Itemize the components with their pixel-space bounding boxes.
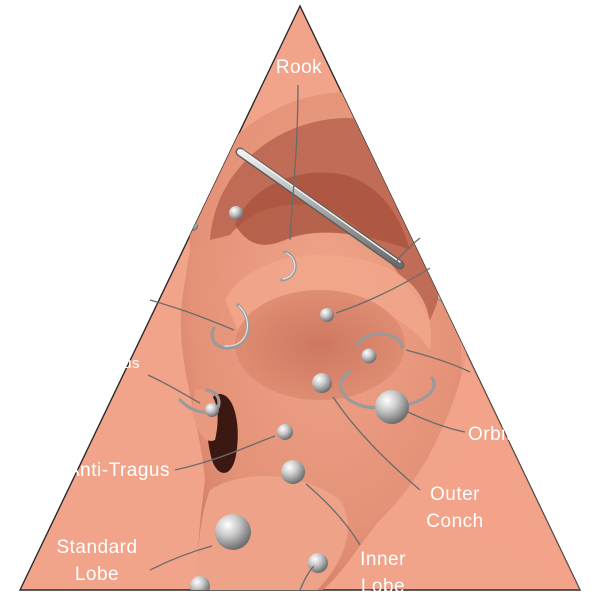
industrial-barbell [235, 147, 405, 270]
label-outer-conch-2: Conch [426, 511, 483, 532]
tragus-ring [178, 388, 221, 417]
leader-lines [147, 84, 471, 591]
rook-ring [280, 250, 297, 282]
label-anti-tragus: Anti-Tragus [67, 460, 170, 481]
inner-conch-stud [320, 308, 334, 322]
earlobe [197, 476, 348, 590]
concha-bowl [235, 290, 405, 400]
snug-ring [356, 332, 404, 364]
conch-stud-small [312, 373, 332, 393]
orbital-ring [338, 370, 436, 424]
helix-stud [229, 206, 243, 220]
daith-ring [210, 303, 250, 350]
piercing-labels: Rook Tragus Anti-Tragus Standard Lobe In… [56, 57, 527, 597]
standard-lobe-stud [215, 514, 251, 550]
auricle-stud-2 [453, 317, 463, 327]
label-orbital: Orbital [468, 424, 527, 445]
label-standard-lobe-2: Lobe [75, 564, 119, 585]
label-rook: Rook [276, 57, 322, 78]
label-inner-lobe-1: Inner [360, 549, 406, 570]
low-lobe-stud [190, 576, 210, 590]
auricle-stud [438, 292, 448, 302]
label-standard-lobe-1: Standard [56, 537, 137, 558]
inner-lobe-stud-upper [281, 460, 305, 484]
label-tragus: Tragus [91, 355, 140, 372]
label-outer-conch-1: Outer [430, 484, 480, 505]
forward-helix-stud [188, 221, 198, 231]
anti-tragus-stud [277, 424, 293, 440]
antihelix-ridge [225, 255, 431, 350]
label-inner-lobe-2: Lobe [361, 576, 405, 597]
